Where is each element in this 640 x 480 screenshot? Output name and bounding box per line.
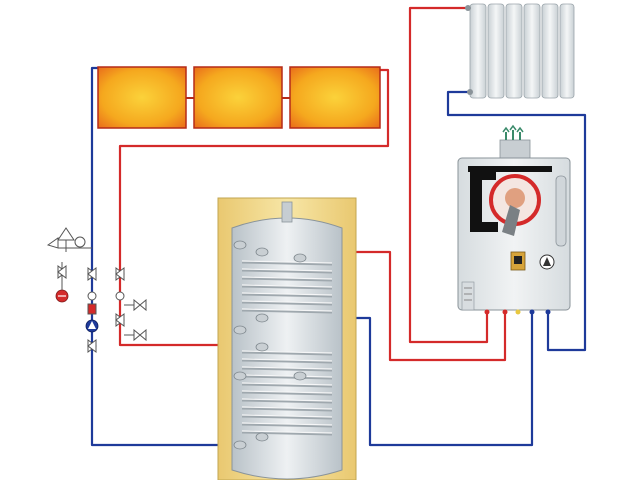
upper-coil <box>241 260 333 314</box>
wall-boiler <box>457 124 571 315</box>
fan-icon <box>502 205 520 236</box>
radiator-valve-icon <box>467 89 473 95</box>
lower-coil <box>241 350 333 436</box>
cold-leg-valves <box>87 267 97 353</box>
radiator <box>465 3 575 99</box>
solar-panel-1 <box>97 66 187 129</box>
solar-panel-2 <box>193 66 283 129</box>
radiator-valve-icon <box>465 5 471 11</box>
pressure-gauge-icon <box>74 236 86 248</box>
solar-hot-pipe <box>118 68 390 347</box>
safety-valve-icon <box>57 227 75 241</box>
solar-collector-array <box>97 66 381 129</box>
radiator-flow-pipe <box>408 6 489 344</box>
expansion-vessel <box>555 175 567 247</box>
heat-exchanger <box>470 170 498 232</box>
tank-top-fitting <box>281 201 293 223</box>
solar-pump-station <box>46 227 147 353</box>
storage-tank <box>217 197 357 480</box>
solar-panel-3 <box>289 66 381 129</box>
tank-ports <box>233 240 307 450</box>
radiator-return-pipe <box>446 90 587 352</box>
control-panel <box>461 281 475 311</box>
flue-arrows-icon <box>505 130 521 140</box>
